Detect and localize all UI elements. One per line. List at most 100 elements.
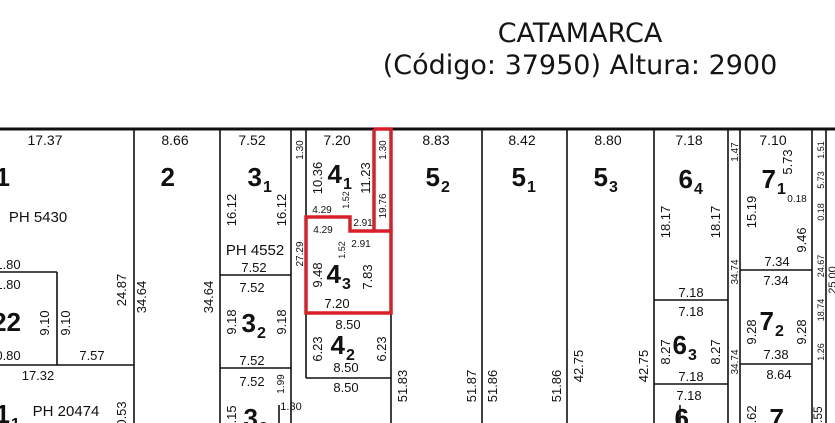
measure: 34.74 — [730, 349, 741, 374]
parcel-number-sub: 4 — [694, 181, 703, 198]
parcel-number: 7 — [760, 306, 774, 336]
measure: 1.80 — [0, 277, 21, 292]
measure: 24.87 — [114, 274, 129, 307]
selected-parcel-outline[interactable] — [304, 127, 393, 315]
measure: 1.26 — [816, 343, 826, 361]
frontage-measure: 8.42 — [508, 132, 535, 148]
measure: 25.00 — [827, 266, 835, 294]
measure: 1.52 — [341, 191, 351, 209]
measure: 7.52 — [241, 260, 266, 275]
frontage-measure: 8.66 — [161, 132, 188, 148]
measure: 7.34 — [764, 254, 789, 269]
measure: 18.74 — [816, 299, 826, 322]
measure: 9.46 — [794, 227, 809, 252]
measure: 7.18 — [678, 369, 703, 384]
measure: 1.99 — [276, 374, 287, 394]
measure: 3.62 — [744, 405, 759, 423]
parcel-number-sub: 1 — [11, 416, 20, 423]
measure: 1.52 — [337, 241, 347, 259]
frontage-measure: 7.18 — [675, 132, 702, 148]
measure: 2.91 — [353, 218, 373, 229]
measure: 8.50 — [335, 317, 360, 332]
parcel-number: 4 — [328, 159, 343, 189]
measure: 51.86 — [549, 370, 564, 403]
measure: 9.28 — [744, 319, 759, 344]
measure: 4.29 — [312, 205, 332, 216]
measure: 1.30 — [295, 140, 306, 160]
measure: 10.36 — [310, 162, 325, 195]
frontage-measure: 8.80 — [594, 132, 621, 148]
measure: 9.10 — [37, 310, 52, 335]
measure: 8.27 — [658, 339, 673, 364]
measure: 7.20 — [324, 296, 349, 311]
measure: 1.55 — [811, 406, 825, 423]
ph-label: PH 5430 — [9, 209, 67, 226]
measure: 7.34 — [763, 273, 788, 288]
parcel-number: 1 — [0, 162, 10, 192]
parcel-number-sub: 2 — [441, 179, 450, 196]
parcel-number: 4 — [331, 330, 346, 360]
parcel-number: 6 — [675, 403, 689, 423]
parcel-number: 6 — [679, 164, 693, 194]
measure: 0.53 — [114, 401, 129, 423]
measure: 51.83 — [395, 370, 410, 403]
frontage-measure: 7.20 — [323, 132, 350, 148]
parcel-number: 3 — [242, 308, 256, 338]
parcel-number-sub: 1 — [343, 176, 352, 193]
parcel-number-sub: 2 — [257, 325, 266, 342]
measure: 27.29 — [295, 241, 306, 266]
measure: 9.28 — [794, 319, 809, 344]
parcel-number: 5 — [594, 162, 608, 192]
parcel-number: 7 — [770, 403, 784, 423]
measure: 1.47 — [730, 142, 741, 162]
measure: 7.52 — [239, 353, 264, 368]
parcel-number: 7 — [762, 164, 776, 194]
street-name: CATAMARCA — [497, 18, 663, 49]
frontage-measure: 7.52 — [238, 132, 265, 148]
measure: 51.86 — [485, 370, 500, 403]
parcel-number-sub: 3 — [342, 276, 351, 293]
measure: 7.52 — [239, 280, 264, 295]
measure: 0.15 — [224, 405, 239, 423]
frontage-measure: 7.10 — [759, 132, 786, 148]
parcel-number-sub: 3 — [259, 420, 268, 423]
measure: 7.18 — [676, 388, 701, 403]
measure: 7.18 — [678, 304, 703, 319]
parcel-number-sub: 3 — [688, 347, 697, 364]
measure: 9.48 — [310, 262, 325, 287]
parcel-number: 6 — [673, 330, 687, 360]
measure: 9.10 — [58, 310, 73, 335]
measure: 7.83 — [360, 264, 375, 289]
parcel-number: 22 — [0, 307, 21, 337]
measure: 16.12 — [274, 194, 289, 227]
measure: 34.74 — [730, 259, 741, 284]
parcel-number: 3 — [244, 403, 258, 423]
measure: 51.87 — [464, 370, 479, 403]
measure: 34.64 — [134, 281, 149, 314]
measure: 8.64 — [766, 367, 791, 382]
highlight-lot — [304, 215, 393, 315]
measure: 16.12 — [224, 194, 239, 227]
measure: 0.80 — [0, 348, 21, 363]
measure: 42.75 — [636, 350, 651, 383]
parcel-number: 2 — [161, 162, 175, 192]
measure: 1.30 — [280, 401, 301, 413]
parcel-number: 1 — [0, 399, 10, 423]
measure: 7.18 — [678, 285, 703, 300]
measure: 5.73 — [780, 149, 795, 174]
parcel-number: 3 — [248, 162, 262, 192]
parcel-number-sub: 2 — [346, 347, 355, 364]
measure: 9.18 — [224, 309, 239, 334]
street-code-and-height: (Código: 37950) Altura: 2900 — [382, 50, 778, 81]
parcel-number-sub: 1 — [263, 179, 272, 196]
measure: 7.52 — [239, 374, 264, 389]
parcel-number-sub: 1 — [777, 181, 786, 198]
measure: 7.57 — [79, 348, 104, 363]
measure: 11.23 — [358, 162, 373, 194]
measure: 1.51 — [816, 141, 826, 159]
parcel-number-sub: 1 — [527, 179, 536, 196]
measure: 1.80 — [0, 257, 21, 272]
measure: 2.91 — [351, 239, 371, 250]
